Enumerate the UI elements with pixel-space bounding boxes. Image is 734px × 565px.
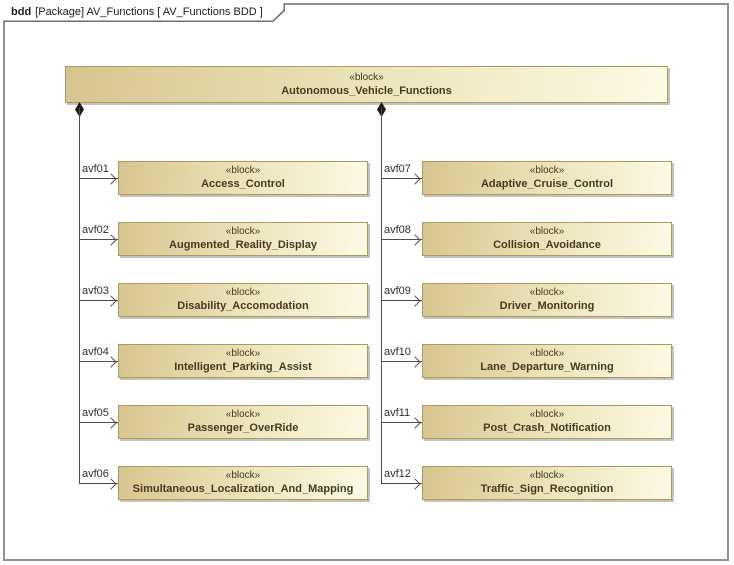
relation-label-avf12[interactable]: avf12 bbox=[384, 468, 411, 480]
block-name: Lane_Departure_Warning bbox=[480, 361, 614, 373]
block-disability-accomodation[interactable]: «block» Disability_Accomodation bbox=[118, 283, 368, 317]
block-post-crash-notification[interactable]: «block» Post_Crash_Notification bbox=[422, 405, 672, 439]
connector-avf09[interactable] bbox=[381, 300, 422, 301]
block-name: Collision_Avoidance bbox=[493, 239, 601, 251]
stereotype-label: «block» bbox=[529, 409, 565, 420]
relation-label-avf04[interactable]: avf04 bbox=[82, 346, 109, 358]
diagram-header-text: bdd [Package] AV_Functions [ AV_Function… bbox=[3, 3, 284, 21]
block-passenger-override[interactable]: «block» Passenger_OverRide bbox=[118, 405, 368, 439]
connector-avf02[interactable] bbox=[79, 239, 118, 240]
block-collision-avoidance[interactable]: «block» Collision_Avoidance bbox=[422, 222, 672, 256]
block-augmented-reality-display[interactable]: «block» Augmented_Reality_Display bbox=[118, 222, 368, 256]
connector-avf04[interactable] bbox=[79, 361, 118, 362]
stereotype-label: «block» bbox=[225, 409, 261, 420]
block-name: Disability_Accomodation bbox=[177, 300, 309, 312]
stereotype-label: «block» bbox=[529, 348, 565, 359]
relation-label-avf10[interactable]: avf10 bbox=[384, 346, 411, 358]
diagram-header-tab: bdd [Package] AV_Functions [ AV_Function… bbox=[3, 3, 285, 22]
block-driver-monitoring[interactable]: «block» Driver_Monitoring bbox=[422, 283, 672, 317]
stereotype-label: «block» bbox=[225, 226, 261, 237]
connector-avf10[interactable] bbox=[381, 361, 422, 362]
stereotype-label: «block» bbox=[225, 348, 261, 359]
stereotype-label: «block» bbox=[529, 470, 565, 481]
block-traffic-sign-recognition[interactable]: «block» Traffic_Sign_Recognition bbox=[422, 466, 672, 500]
connector-avf03[interactable] bbox=[79, 300, 118, 301]
block-lane-departure-warning[interactable]: «block» Lane_Departure_Warning bbox=[422, 344, 672, 378]
composition-trunk-right[interactable] bbox=[381, 108, 382, 483]
block-name: Autonomous_Vehicle_Functions bbox=[281, 84, 452, 97]
relation-label-avf03[interactable]: avf03 bbox=[82, 285, 109, 297]
block-name: Access_Control bbox=[201, 178, 285, 190]
relation-label-avf06[interactable]: avf06 bbox=[82, 468, 109, 480]
block-autonomous-vehicle-functions[interactable]: «block» Autonomous_Vehicle_Functions bbox=[65, 66, 668, 103]
block-access-control[interactable]: «block» Access_Control bbox=[118, 161, 368, 195]
block-intelligent-parking-assist[interactable]: «block» Intelligent_Parking_Assist bbox=[118, 344, 368, 378]
connector-avf01[interactable] bbox=[79, 178, 118, 179]
relation-label-avf02[interactable]: avf02 bbox=[82, 224, 109, 236]
connector-avf06[interactable] bbox=[79, 483, 118, 484]
relation-label-avf07[interactable]: avf07 bbox=[384, 163, 411, 175]
connector-avf12[interactable] bbox=[381, 483, 422, 484]
block-name: Traffic_Sign_Recognition bbox=[480, 483, 614, 495]
diagram-kind-label: bdd bbox=[11, 5, 32, 18]
relation-label-avf08[interactable]: avf08 bbox=[384, 224, 411, 236]
block-name: Driver_Monitoring bbox=[499, 300, 595, 312]
block-adaptive-cruise-control[interactable]: «block» Adaptive_Cruise_Control bbox=[422, 161, 672, 195]
composition-trunk-left[interactable] bbox=[79, 108, 80, 483]
block-name: Simultaneous_Localization_And_Mapping bbox=[132, 483, 354, 495]
stereotype-label: «block» bbox=[225, 287, 261, 298]
stereotype-label: «block» bbox=[225, 165, 261, 176]
stereotype-label: «block» bbox=[529, 287, 565, 298]
stereotype-label: «block» bbox=[529, 226, 565, 237]
connector-avf05[interactable] bbox=[79, 422, 118, 423]
connector-avf11[interactable] bbox=[381, 422, 422, 423]
stereotype-label: «block» bbox=[225, 470, 261, 481]
block-simultaneous-localization-and-mapping[interactable]: «block» Simultaneous_Localization_And_Ma… bbox=[118, 466, 368, 500]
block-name: Passenger_OverRide bbox=[187, 422, 299, 434]
block-name: Intelligent_Parking_Assist bbox=[174, 361, 312, 373]
block-name: Post_Crash_Notification bbox=[483, 422, 611, 434]
relation-label-avf09[interactable]: avf09 bbox=[384, 285, 411, 297]
diagram-title: [Package] AV_Functions [ AV_Functions BD… bbox=[35, 5, 263, 18]
stereotype-label: «block» bbox=[529, 165, 565, 176]
relation-label-avf11[interactable]: avf11 bbox=[384, 407, 411, 419]
block-name: Adaptive_Cruise_Control bbox=[480, 178, 614, 190]
stereotype-label: «block» bbox=[349, 71, 384, 83]
block-name: Augmented_Reality_Display bbox=[169, 239, 317, 251]
relation-label-avf01[interactable]: avf01 bbox=[82, 163, 109, 175]
relation-label-avf05[interactable]: avf05 bbox=[82, 407, 109, 419]
connector-avf08[interactable] bbox=[381, 239, 422, 240]
connector-avf07[interactable] bbox=[381, 178, 422, 179]
